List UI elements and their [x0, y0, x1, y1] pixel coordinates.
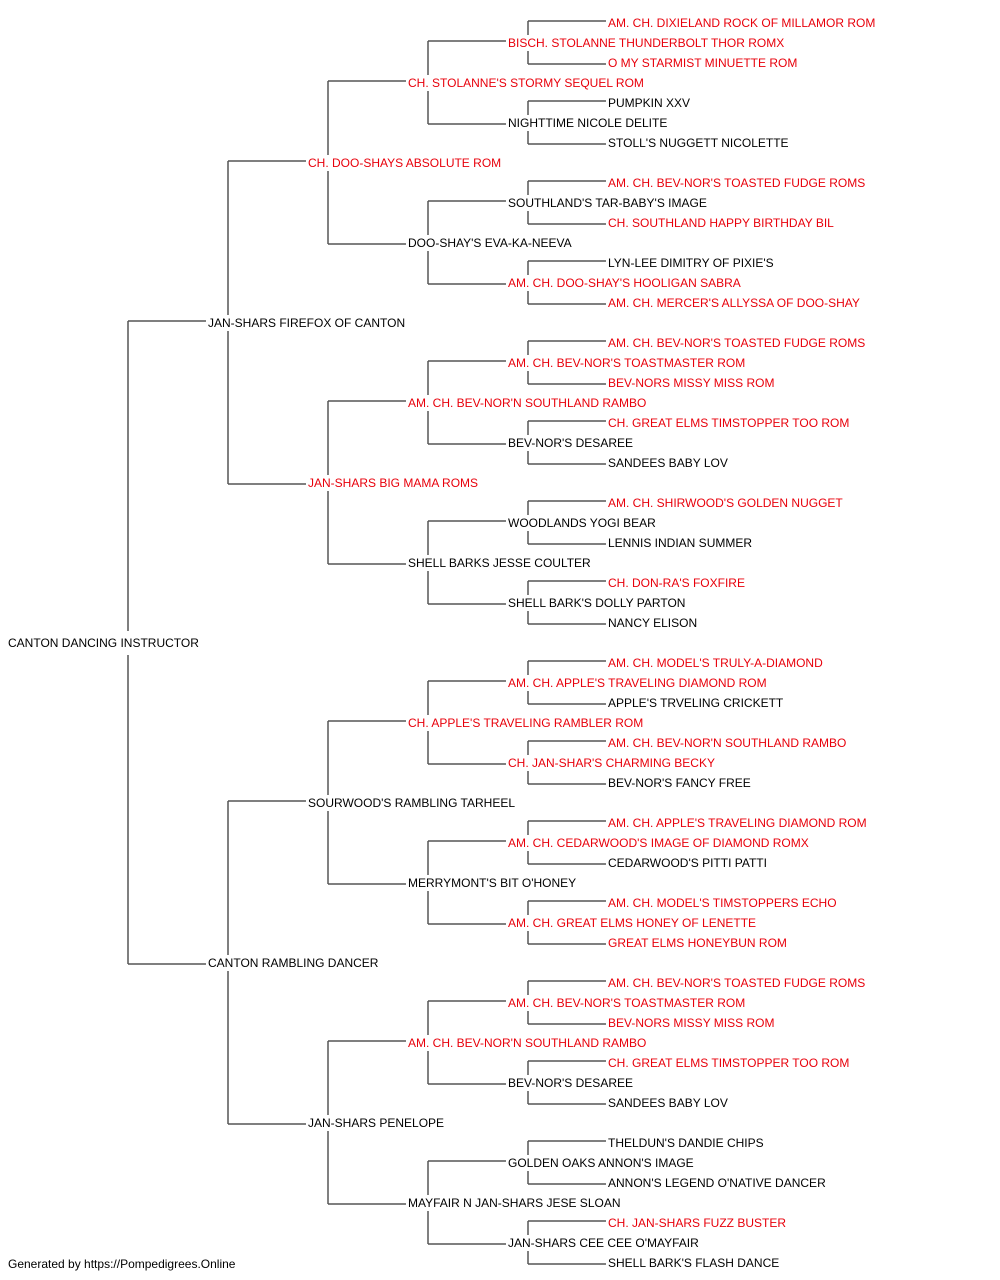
- ancestor-name: THELDUN'S DANDIE CHIPS: [608, 1136, 764, 1150]
- ancestor-name: SOURWOOD'S RAMBLING TARHEEL: [308, 796, 515, 810]
- ancestor-name: AM. CH. MERCER'S ALLYSSA OF DOO-SHAY: [608, 296, 860, 310]
- ancestor-name: CH. SOUTHLAND HAPPY BIRTHDAY BIL: [608, 216, 834, 230]
- ancestor-name: AM. CH. APPLE'S TRAVELING DIAMOND ROM: [608, 816, 867, 830]
- generated-by-footer: Generated by https://Pompedigrees.Online: [8, 1257, 236, 1271]
- ancestor-name: STOLL'S NUGGETT NICOLETTE: [608, 136, 789, 150]
- ancestor-name: CH. JAN-SHARS FUZZ BUSTER: [608, 1216, 786, 1230]
- ancestor-name: AM. CH. SHIRWOOD'S GOLDEN NUGGET: [608, 496, 843, 510]
- ancestor-name: CH. JAN-SHAR'S CHARMING BECKY: [508, 756, 715, 770]
- ancestor-name: AM. CH. BEV-NOR'S TOASTED FUDGE ROMS: [608, 176, 865, 190]
- ancestor-name: AM. CH. BEV-NOR'N SOUTHLAND RAMBO: [408, 396, 646, 410]
- ancestor-name: NANCY ELISON: [608, 616, 697, 630]
- ancestor-name: AM. CH. MODEL'S TRULY-A-DIAMOND: [608, 656, 823, 670]
- ancestor-name: GOLDEN OAKS ANNON'S IMAGE: [508, 1156, 694, 1170]
- ancestor-name: CEDARWOOD'S PITTI PATTI: [608, 856, 767, 870]
- ancestor-name: JAN-SHARS BIG MAMA ROMS: [308, 476, 478, 490]
- ancestor-name: CANTON RAMBLING DANCER: [208, 956, 379, 970]
- ancestor-name: BEV-NOR'S FANCY FREE: [608, 776, 751, 790]
- ancestor-name: AM. CH. BEV-NOR'S TOASTMASTER ROM: [508, 356, 745, 370]
- ancestor-name: CH. DON-RA'S FOXFIRE: [608, 576, 745, 590]
- ancestor-name: AM. CH. BEV-NOR'S TOASTED FUDGE ROMS: [608, 976, 865, 990]
- ancestor-name: CH. GREAT ELMS TIMSTOPPER TOO ROM: [608, 1056, 849, 1070]
- ancestor-name: AM. CH. BEV-NOR'S TOASTMASTER ROM: [508, 996, 745, 1010]
- ancestor-name: BISCH. STOLANNE THUNDERBOLT THOR ROMX: [508, 36, 784, 50]
- subject-dog-name: CANTON DANCING INSTRUCTOR: [8, 636, 199, 650]
- ancestor-name: AM. CH. BEV-NOR'N SOUTHLAND RAMBO: [408, 1036, 646, 1050]
- ancestor-name: WOODLANDS YOGI BEAR: [508, 516, 656, 530]
- ancestor-name: PUMPKIN XXV: [608, 96, 690, 110]
- ancestor-name: LYN-LEE DIMITRY OF PIXIE'S: [608, 256, 774, 270]
- ancestor-name: ANNON'S LEGEND O'NATIVE DANCER: [608, 1176, 826, 1190]
- ancestor-name: BEV-NORS MISSY MISS ROM: [608, 1016, 774, 1030]
- ancestor-name: AM. CH. MODEL'S TIMSTOPPERS ECHO: [608, 896, 837, 910]
- ancestor-name: AM. CH. DOO-SHAY'S HOOLIGAN SABRA: [508, 276, 741, 290]
- ancestor-name: SHELL BARK'S DOLLY PARTON: [508, 596, 685, 610]
- ancestor-name: SOUTHLAND'S TAR-BABY'S IMAGE: [508, 196, 707, 210]
- ancestor-name: GREAT ELMS HONEYBUN ROM: [608, 936, 787, 950]
- ancestor-name: SANDEES BABY LOV: [608, 456, 728, 470]
- ancestor-name: MAYFAIR N JAN-SHARS JESE SLOAN: [408, 1196, 621, 1210]
- ancestor-name: CH. STOLANNE'S STORMY SEQUEL ROM: [408, 76, 644, 90]
- ancestor-name: SHELL BARK'S FLASH DANCE: [608, 1256, 779, 1270]
- connector-lines: [127, 20, 606, 1265]
- ancestor-name: AM. CH. GREAT ELMS HONEY OF LENETTE: [508, 916, 756, 930]
- ancestor-name: BEV-NORS MISSY MISS ROM: [608, 376, 774, 390]
- ancestor-name: SHELL BARKS JESSE COULTER: [408, 556, 591, 570]
- ancestor-name: JAN-SHARS PENELOPE: [308, 1116, 444, 1130]
- ancestor-name: BEV-NOR'S DESAREE: [508, 1076, 633, 1090]
- ancestor-name: AM. CH. BEV-NOR'N SOUTHLAND RAMBO: [608, 736, 846, 750]
- ancestor-name: CH. GREAT ELMS TIMSTOPPER TOO ROM: [608, 416, 849, 430]
- ancestor-name: CH. APPLE'S TRAVELING RAMBLER ROM: [408, 716, 643, 730]
- ancestor-name: AM. CH. APPLE'S TRAVELING DIAMOND ROM: [508, 676, 767, 690]
- ancestor-name: O MY STARMIST MINUETTE ROM: [608, 56, 797, 70]
- ancestor-name: JAN-SHARS FIREFOX OF CANTON: [208, 316, 405, 330]
- ancestor-name: DOO-SHAY'S EVA-KA-NEEVA: [408, 236, 572, 250]
- ancestor-name: APPLE'S TRVELING CRICKETT: [608, 696, 784, 710]
- dog-labels: AM. CH. DIXIELAND ROCK OF MILLAMOR ROM O …: [8, 16, 875, 1270]
- ancestor-name: AM. CH. DIXIELAND ROCK OF MILLAMOR ROM: [608, 16, 875, 30]
- ancestor-name: SANDEES BABY LOV: [608, 1096, 728, 1110]
- ancestor-name: MERRYMONT'S BIT O'HONEY: [408, 876, 576, 890]
- ancestor-name: AM. CH. BEV-NOR'S TOASTED FUDGE ROMS: [608, 336, 865, 350]
- ancestor-name: NIGHTTIME NICOLE DELITE: [508, 116, 667, 130]
- ancestor-name: JAN-SHARS CEE CEE O'MAYFAIR: [508, 1236, 699, 1250]
- ancestor-name: BEV-NOR'S DESAREE: [508, 436, 633, 450]
- ancestor-name: LENNIS INDIAN SUMMER: [608, 536, 752, 550]
- ancestor-name: CH. DOO-SHAYS ABSOLUTE ROM: [308, 156, 501, 170]
- ancestor-name: AM. CH. CEDARWOOD'S IMAGE OF DIAMOND ROM…: [508, 836, 809, 850]
